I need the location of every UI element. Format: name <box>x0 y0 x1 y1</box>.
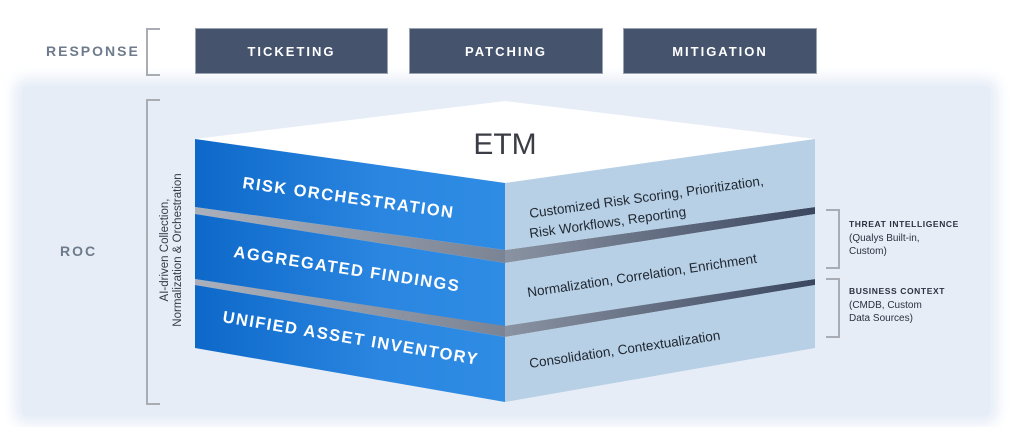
layer3-front-left <box>195 285 505 402</box>
response-label: RESPONSE <box>46 43 140 59</box>
ticketing-button[interactable]: TICKETING <box>195 28 388 74</box>
mitigation-button[interactable]: MITIGATION <box>623 28 817 74</box>
layer3-gap-left <box>195 279 505 337</box>
layer2-front-left <box>195 214 505 326</box>
patching-button[interactable]: PATCHING <box>409 28 603 74</box>
layer2-gap-right <box>505 207 815 263</box>
layer3-front-right <box>505 285 815 402</box>
layer-unified-asset-inventory <box>195 279 815 402</box>
layer3-gap-right <box>505 279 815 337</box>
threat-intel-note: THREAT INTELLIGENCE (Qualys Built-in, Cu… <box>849 219 959 258</box>
stack-top-face <box>195 101 815 183</box>
business-context-line2: Data Sources) <box>849 313 913 324</box>
threat-intel-bracket <box>826 209 840 269</box>
layer-risk-orchestration <box>195 101 815 250</box>
threat-intel-line1: (Qualys Built-in, <box>849 233 920 244</box>
response-bracket <box>146 28 160 76</box>
layer1-front-left <box>195 139 505 250</box>
business-context-line1: (CMDB, Custom <box>849 300 922 311</box>
threat-intel-title: THREAT INTELLIGENCE <box>849 219 959 229</box>
layer2-gap-left <box>195 207 505 263</box>
business-context-title: BUSINESS CONTEXT <box>849 286 946 296</box>
roc-label: ROC <box>60 243 98 259</box>
business-context-note: BUSINESS CONTEXT (CMDB, Custom Data Sour… <box>849 286 945 325</box>
layer2-front-right <box>505 214 815 326</box>
layer-aggregated-findings <box>195 207 815 326</box>
business-context-bracket <box>826 278 840 338</box>
layer1-front-right <box>505 139 815 250</box>
threat-intel-line2: Custom) <box>849 246 887 257</box>
etm-title: ETM <box>473 128 536 161</box>
roc-bracket <box>146 99 160 405</box>
